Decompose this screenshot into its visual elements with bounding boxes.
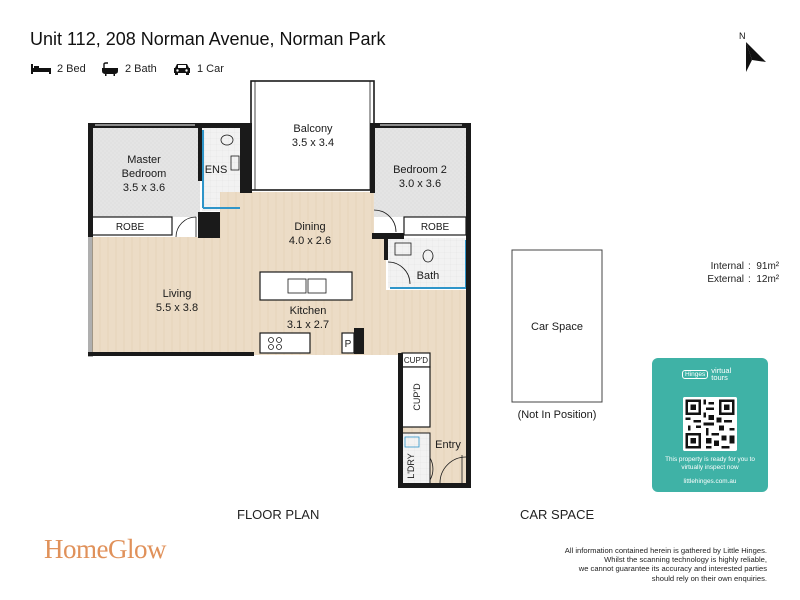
balcony-label: Balcony [293,123,333,135]
master-bedroom-size: 3.5 x 3.6 [123,182,165,194]
feature-baths-label: 2 Bath [125,63,157,75]
bedroom2-size: 3.0 x 3.6 [399,178,441,190]
ensuite-label: ENS [205,164,228,176]
car-space-note: (Not In Position) [518,409,597,421]
disclaimer: All information contained herein is gath… [560,546,767,583]
external-area-label: External [707,274,744,285]
bedroom2-floor [374,127,466,217]
feature-cars-label: 1 Car [197,63,224,75]
bedroom2-label: Bedroom 2 [393,164,447,176]
balcony-size: 3.5 x 3.4 [292,137,334,149]
living-size: 5.5 x 3.8 [156,302,198,314]
bath-label: Bath [417,270,440,282]
qr-code-icon[interactable] [683,397,737,451]
robe-master-label: ROBE [116,222,145,233]
feature-beds: 2 Bed [30,61,86,77]
bed-icon [31,64,51,74]
car-space [511,249,603,403]
feature-baths: 2 Bath [100,61,157,77]
brand-logo: HomeGlow [44,534,166,564]
kitchen-size: 3.1 x 2.7 [287,319,329,331]
internal-area-value: 91m² [756,261,780,272]
car-space-caption: CAR SPACE [520,507,595,522]
cupboard-tall [401,366,431,428]
area-summary: Internal: 91m² External: 12m² [690,260,779,286]
pantry-label: P [345,339,352,350]
bath-icon [102,62,118,76]
north-arrow: N [736,30,772,79]
feature-cars: 1 Car [172,61,224,77]
property-address: Unit 112, 208 Norman Avenue, Norman Park [30,29,386,49]
master-bedroom-floor [92,127,200,217]
disclaimer-line-4: should rely on their own enquiries. [651,573,767,583]
master-bedroom-label-1: Master [127,154,161,166]
laundry-label: L'DRY [406,453,416,479]
master-bedroom-label-2: Bedroom [122,168,167,180]
bath-floor [388,238,466,288]
virtual-tour-message: This property is ready for you to virtua… [665,456,755,471]
feature-beds-label: 2 Bed [57,63,86,75]
entry-label: Entry [435,439,461,451]
car-space-label: Car Space [531,321,583,333]
virtual-tour-brand-1: virtual [711,366,732,375]
disclaimer-line-3: we cannot guarantee its accuracy and int… [578,564,767,574]
living-label: Living [163,288,192,300]
kitchen-bench [259,332,311,354]
robe-bed2-label: ROBE [421,222,450,233]
kitchen-label: Kitchen [290,305,327,317]
virtual-tour-brand-2: tours [711,373,728,382]
dining-size: 4.0 x 2.6 [289,235,331,247]
virtual-tour-url[interactable]: littlehinges.com.au [683,478,737,485]
cupboard-small-label: CUP'D [404,356,428,365]
virtual-tour-pill: Hinges [682,369,709,379]
kitchen-island [259,271,353,301]
disclaimer-line-2: Whilst the scanning technology is highly… [604,555,767,565]
car-icon [174,64,190,75]
cupboard-tall-label: CUP'D [412,383,422,411]
balcony-floor [250,80,375,191]
dining-label: Dining [294,221,325,233]
disclaimer-line-1: All information contained herein is gath… [564,546,767,555]
compass-label: N [739,31,746,41]
internal-area-label: Internal [710,261,744,272]
compass-icon: N [739,31,766,72]
external-area-value: 12m² [756,274,780,285]
floor-plan-caption: FLOOR PLAN [237,507,320,522]
